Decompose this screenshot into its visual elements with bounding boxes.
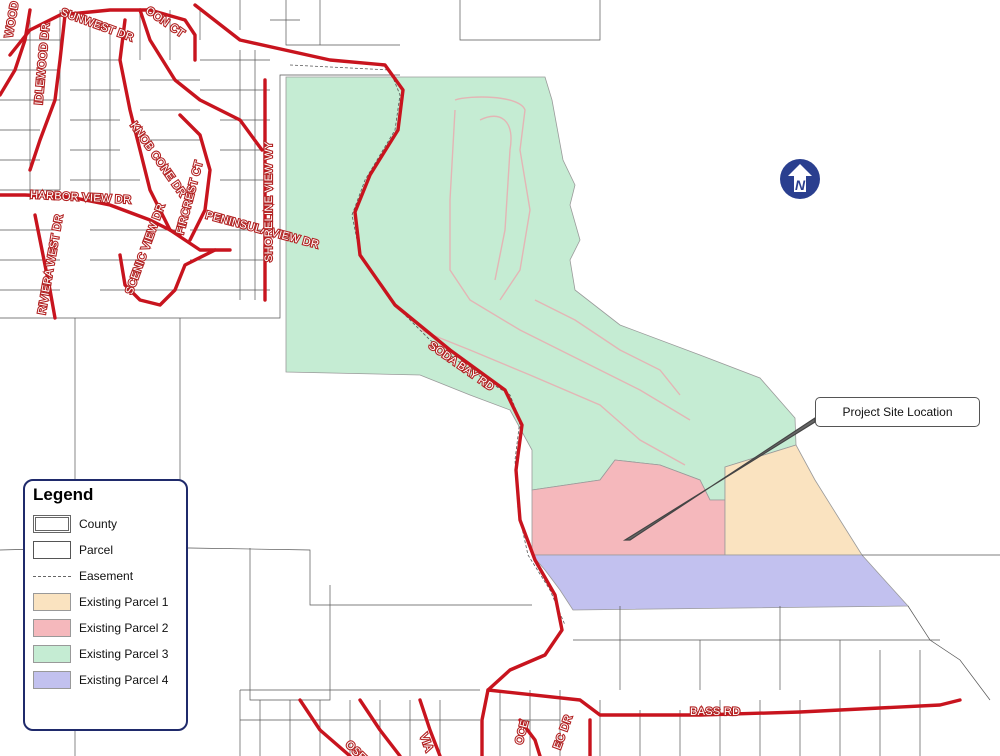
road-label-harbor-view-dr: HARBOR VIEW DR: [30, 189, 132, 206]
legend-label: Existing Parcel 3: [79, 647, 169, 661]
road-label-bottom-4: EC DR: [552, 713, 575, 751]
scenic-view-dr: [118, 248, 217, 307]
legend-label: Existing Parcel 2: [79, 621, 169, 635]
legend-item-parcel-2: Existing Parcel 2: [33, 615, 178, 641]
map-legend: Legend County Parcel Easement Existing P…: [23, 479, 188, 731]
easement-line: [289, 64, 566, 626]
trail-lines: [419, 96, 691, 466]
legend-item-easement: Easement: [33, 563, 178, 589]
parcel-swatch: [33, 541, 71, 559]
easement-swatch: [33, 575, 71, 577]
legend-item-parcel-4: Existing Parcel 4: [33, 667, 178, 693]
soda-bay-rd: [193, 3, 564, 756]
road-label-bass-rd: BASS RD: [690, 706, 740, 718]
idlewood-dr: [28, 13, 67, 172]
existing-parcel-1[interactable]: [724, 444, 863, 556]
legend-label: Existing Parcel 4: [79, 673, 169, 687]
sunwest-dr: [8, 8, 197, 62]
legend-label: County: [79, 517, 118, 531]
project-site-callout: Project Site Location: [815, 397, 980, 427]
bass-rd: [486, 688, 962, 717]
existing-parcel-3[interactable]: [285, 76, 797, 501]
harbor-view-dr: [0, 193, 182, 237]
legend-item-parcel-1: Existing Parcel 1: [33, 589, 178, 615]
parcel-1-swatch: [33, 593, 71, 611]
county-swatch: [33, 515, 71, 533]
legend-title: Legend: [33, 485, 94, 504]
lower-road-1: [298, 698, 352, 756]
parcel-4-swatch: [33, 671, 71, 689]
knob-cone-dr: [118, 18, 232, 252]
riviera-west-dr: [33, 213, 57, 320]
fircrest-ct: [178, 113, 212, 242]
legend-item-parcel-3: Existing Parcel 3: [33, 641, 178, 667]
lower-road-3: [418, 698, 442, 756]
legend-item-county: County: [33, 511, 178, 537]
parcel-3-swatch: [33, 645, 71, 663]
north-arrow-letter: N: [795, 177, 806, 193]
legend-label: Existing Parcel 1: [79, 595, 169, 609]
legend-item-parcel: Parcel: [33, 537, 178, 563]
legend-label: Easement: [79, 569, 134, 583]
road-label-scenic-view-dr: SCENIC VIEW DR: [124, 202, 168, 296]
lower-road-2: [358, 698, 402, 756]
lower-road-4: [518, 718, 542, 756]
road-label-idlewood-dr: IDLEWOOD DR: [33, 22, 52, 105]
north-arrow-icon: N: [780, 159, 820, 199]
road-label-wood-dr: WOOD DR: [3, 0, 25, 39]
legend-label: Parcel: [79, 543, 114, 557]
wood-dr: [0, 8, 32, 97]
fircrest-loop: [138, 8, 264, 152]
parcel-2-swatch: [33, 619, 71, 637]
existing-parcel-4[interactable]: [531, 554, 909, 611]
road-label-knob-cone-dr: KNOB CONE DR: [128, 120, 189, 199]
roads: [0, 3, 962, 756]
road-label-shoreline-view-wy: SHORELINE VIEW WY: [263, 141, 275, 262]
